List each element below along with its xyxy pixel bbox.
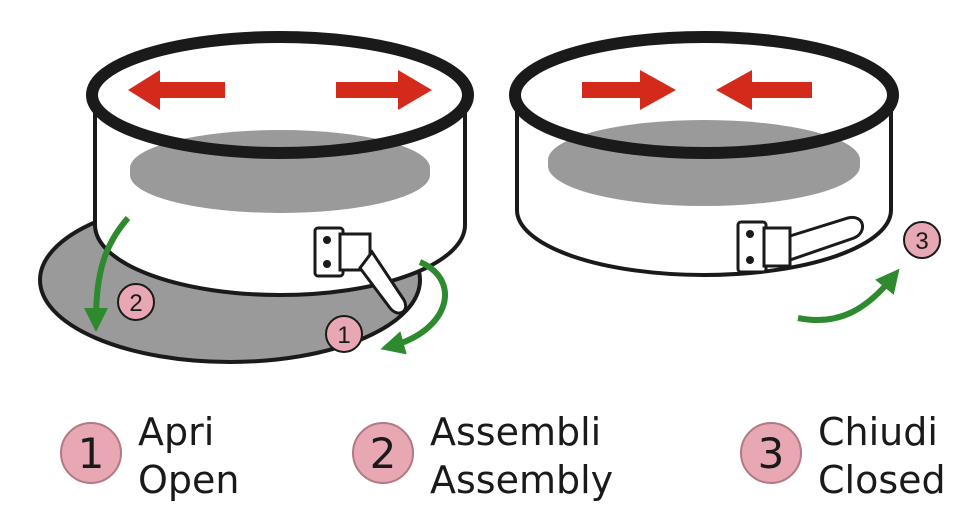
green-curved-arrow-icon: [84, 216, 131, 332]
marker-assembly: 2: [117, 283, 155, 321]
marker-assembly-number: 2: [129, 290, 142, 317]
marker-open: 1: [325, 315, 363, 353]
step-number-badge: 2: [352, 422, 414, 484]
step-number-badge: 1: [60, 422, 122, 484]
step-label-english: Closed: [818, 458, 946, 502]
marker-close-number: 3: [915, 228, 928, 255]
step-open: 1 Apri Open: [60, 408, 270, 508]
step-label-italian: Apri: [138, 410, 215, 454]
open-latch-icon: [313, 226, 407, 315]
step-label-italian: Assembli: [430, 410, 602, 454]
pan-rim: [86, 31, 474, 159]
closed-pan-illustration: 3: [509, 31, 941, 324]
step-labels: Apri Open: [138, 408, 240, 504]
red-expand-arrows-icon: [128, 70, 432, 110]
green-curved-arrow-icon: [797, 268, 900, 324]
red-contract-arrows-icon: [582, 70, 812, 110]
green-curved-arrow-icon: [380, 259, 448, 355]
marker-open-number: 1: [337, 322, 350, 349]
step-number-badge: 3: [740, 422, 802, 484]
step-labels: Assembli Assembly: [430, 408, 613, 504]
step-labels: Chiudi Closed: [818, 408, 946, 504]
pan-rim: [509, 31, 899, 159]
marker-close: 3: [903, 221, 941, 259]
open-pan-illustration: 2 1: [38, 31, 474, 364]
step-label-english: Assembly: [430, 458, 614, 502]
pan-interior-base: [548, 120, 860, 206]
step-label-italian: Chiudi: [818, 410, 938, 454]
step-assembly: 2 Assembli Assembly: [352, 408, 642, 508]
step-close: 3 Chiudi Closed: [740, 408, 955, 508]
step-label-english: Open: [138, 458, 240, 502]
closed-latch-icon: [736, 215, 864, 274]
